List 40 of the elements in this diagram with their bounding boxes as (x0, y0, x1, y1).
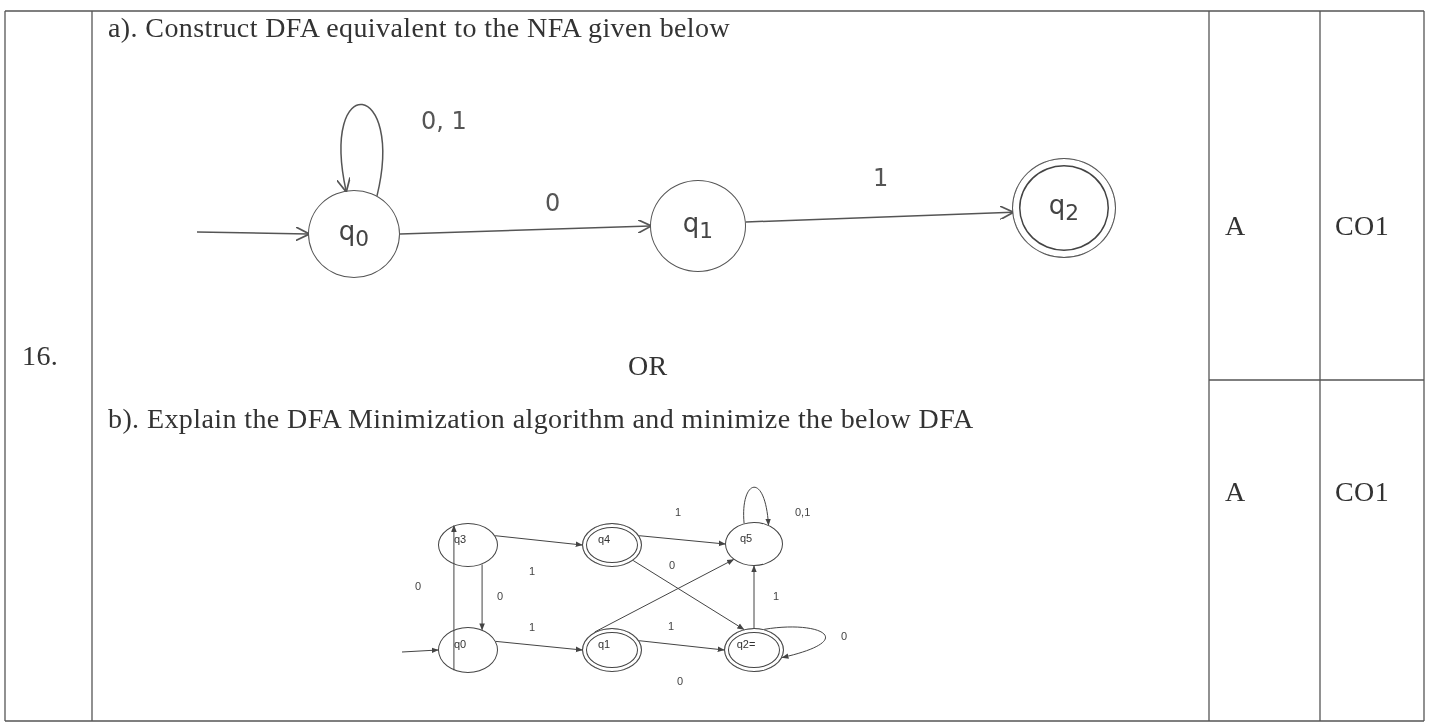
transition-arrow (451, 524, 457, 671)
edge-label: 0 (676, 675, 685, 688)
transition-arrow (495, 640, 583, 653)
transition-arrow (745, 205, 1015, 223)
state-circle: q$_{0}$ (308, 190, 400, 278)
transition-arrow (632, 560, 745, 630)
edge-label: 0,1 (794, 506, 812, 519)
transition-arrow (399, 218, 653, 235)
transition-arrow (494, 535, 583, 548)
self-loop-arrow (336, 103, 384, 197)
edge-label: 1 (528, 621, 537, 634)
table-cell: A (1225, 476, 1246, 508)
table-cell: CO1 (1335, 476, 1390, 508)
accept-state-circle: q4 (582, 523, 642, 567)
transition-arrow (401, 647, 439, 654)
edge-label: 0 (668, 559, 677, 572)
self-loop-arrow (743, 486, 771, 526)
edge-label: 1 (674, 506, 683, 519)
edge-label: 1 (667, 620, 676, 633)
transition-arrow (638, 535, 726, 547)
self-loop-arrow (763, 626, 826, 659)
edge-label: 1 (528, 565, 537, 578)
accept-state-circle: q$_{2}$ (1012, 158, 1116, 258)
edge-label: 0, 1 (420, 108, 468, 134)
accept-state-circle: q1 (582, 628, 642, 672)
question-text: a). Construct DFA equivalent to the NFA given below (108, 12, 731, 44)
table-cell: A (1225, 210, 1246, 242)
edge-label: 0 (414, 580, 423, 593)
edge-label: 0 (496, 590, 505, 603)
transition-arrow (196, 226, 311, 242)
or-divider: OR (628, 350, 668, 382)
table-cell: CO1 (1335, 210, 1390, 242)
edge-label: 1 (772, 590, 781, 603)
transition-arrow (751, 565, 757, 629)
accept-state-circle: q2= (724, 628, 784, 672)
question-number: 16. (22, 340, 59, 372)
transition-arrow (479, 563, 485, 631)
transition-arrow (638, 640, 725, 653)
question-text: b). Explain the DFA Minimization algorithm and minimize the below DFA (108, 403, 974, 435)
edge-label: 0 (840, 630, 849, 643)
